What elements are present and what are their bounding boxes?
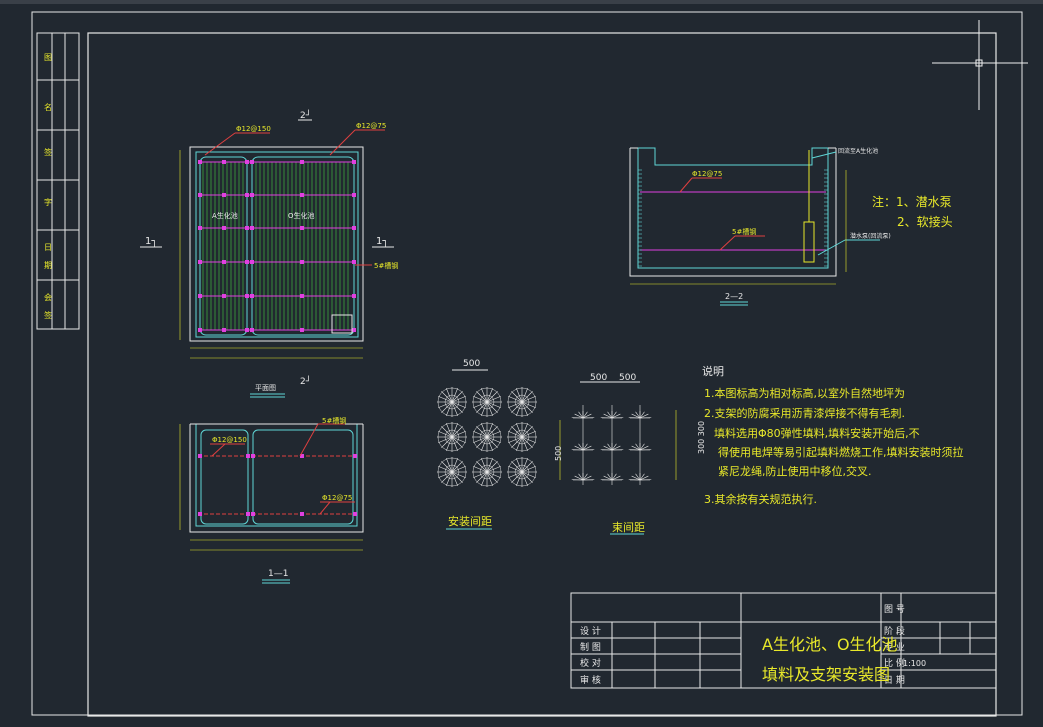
- left-signature-strip: 图 名 签 字 日 期 会 签: [36, 32, 80, 330]
- plan-view[interactable]: 2┘ 1┐ 1┐ Φ12@150 Φ12@75 A生化池 O生化池 5#槽钢 平…: [140, 109, 398, 398]
- tb-row-right-2: 专 业: [884, 641, 905, 653]
- section-1-1-channel-label: 5#槽钢: [322, 416, 346, 425]
- tb-row-right-1: 阶 段: [884, 625, 905, 637]
- note-line-1: 2.支架的防腐采用沥青漆焊接不得有毛刺.: [704, 406, 905, 420]
- top-edge: [0, 0, 1043, 4]
- bundle-dim-outer: 300 300: [697, 421, 706, 454]
- install-spacing-caption: 安装间距: [448, 514, 492, 528]
- plan-side-mark-left: 1┐: [145, 236, 157, 247]
- strip-label-5: 期: [44, 261, 52, 270]
- section-2-2[interactable]: Φ12@75 5#槽钢 潜水泵(回流泵) 回流至A生化池 2—2: [629, 147, 891, 306]
- section-2-2-pump-label: 潜水泵(回流泵): [850, 232, 891, 240]
- strip-label-0: 图: [44, 53, 52, 62]
- plan-side-mark-right: 1┐: [376, 236, 388, 247]
- note-line-2: 填料选用Φ80弹性填料,填料安装开始后,不: [714, 426, 920, 440]
- section-1-1-rebar-left: Φ12@150: [212, 436, 247, 444]
- tb-row-left-1: 制 图: [580, 641, 601, 653]
- bundle-spacing-grid: [571, 405, 652, 485]
- side-note-line2: 2、软接头: [897, 214, 953, 229]
- note-line-0: 1.本图标高为相对标高,以室外自然地坪为: [704, 386, 905, 400]
- section-2-2-rebar-label: Φ12@75: [692, 170, 722, 178]
- note-line-3: 得使用电焊等易引起填料燃烧工作,填料安装时须拉: [718, 445, 964, 459]
- note-line-4: 紧尼龙绳,防止使用中移位,交叉.: [718, 464, 872, 478]
- section-2-2-wall-ticks: [638, 169, 828, 267]
- sheet-outer-border: [31, 11, 1023, 716]
- drawing-frame: [87, 32, 997, 717]
- tb-title-line2: 填料及支架安装图: [762, 665, 890, 684]
- tb-row-left-2: 校 对: [580, 657, 601, 669]
- strip-label-1: 名: [44, 102, 52, 112]
- section-1-1-rebar-right: Φ12@75: [322, 494, 352, 502]
- plan-rebar-label-right: Φ12@75: [356, 122, 386, 130]
- notes-title: 说明: [702, 364, 724, 378]
- plan-rebar-label-left: Φ12@150: [236, 125, 271, 133]
- bundle-dim-side: 500: [554, 446, 563, 461]
- bundle-dim-right: 500: [619, 373, 636, 383]
- plan-section-mark-top: 2┘: [300, 109, 311, 121]
- section-1-1[interactable]: 5#槽钢 Φ12@150 Φ12@75 1—1: [179, 416, 364, 584]
- tb-row-left-3: 审 核: [580, 674, 601, 686]
- plan-caption: 平面图: [255, 384, 276, 392]
- section-1-1-caption: 1—1: [268, 569, 288, 579]
- install-spacing-grid: [437, 387, 537, 487]
- bundle-dim-left: 500: [590, 373, 607, 383]
- title-block[interactable]: 设 计 制 图 校 对 审 核 图 号 阶 段 专 业 比 例 日 期 1:10…: [570, 592, 997, 689]
- plan-tank-a-label: A生化池: [212, 211, 238, 220]
- tb-row-right-0: 图 号: [884, 604, 905, 615]
- install-spacing-dim: 500: [463, 359, 480, 369]
- plan-channel-label: 5#槽钢: [374, 261, 398, 270]
- side-notes: 注：1、潜水泵 2、软接头: [872, 194, 953, 229]
- strip-label-6: 会: [44, 292, 52, 302]
- plan-rebar-lines: [198, 160, 356, 332]
- plan-media-fill: [202, 162, 349, 330]
- section-2-2-return-label: 回流至A生化池: [838, 147, 878, 155]
- tb-title-line1: A生化池、O生化池: [762, 635, 898, 654]
- bundle-spacing-caption: 束间距: [612, 521, 645, 534]
- strip-label-4: 日: [44, 243, 52, 252]
- strip-label-3: 字: [44, 197, 52, 207]
- plan-tank-o-label: O生化池: [288, 211, 315, 220]
- strip-label-2: 签: [44, 147, 52, 157]
- crosshair-cursor-icon: [932, 20, 1028, 110]
- section-2-2-caption: 2—2: [725, 292, 743, 301]
- bundle-spacing-diagram[interactable]: 500 500 500 300 300 束间距: [554, 373, 706, 535]
- submersible-pump-icon: [803, 221, 815, 263]
- install-spacing-diagram[interactable]: 500 安装间距: [437, 359, 537, 530]
- tb-row-right-4: 日 期: [884, 675, 905, 686]
- tb-row-right-3: 比 例: [884, 657, 905, 669]
- plan-section-mark-bottom: 2┘: [300, 375, 311, 387]
- notes-block: 说明 1.本图标高为相对标高,以室外自然地坪为 2.支架的防腐采用沥青漆焊接不得…: [702, 364, 964, 506]
- strip-label-7: 签: [44, 310, 52, 320]
- side-note-line1: 注：1、潜水泵: [872, 194, 952, 209]
- tb-row-left-0: 设 计: [580, 625, 601, 637]
- section-2-2-channel-label: 5#槽钢: [732, 227, 756, 236]
- note-line-5: 3.其余按有关规范执行.: [704, 492, 817, 506]
- tb-scale: 1:100: [903, 659, 926, 668]
- section-1-1-nodes: [198, 454, 357, 516]
